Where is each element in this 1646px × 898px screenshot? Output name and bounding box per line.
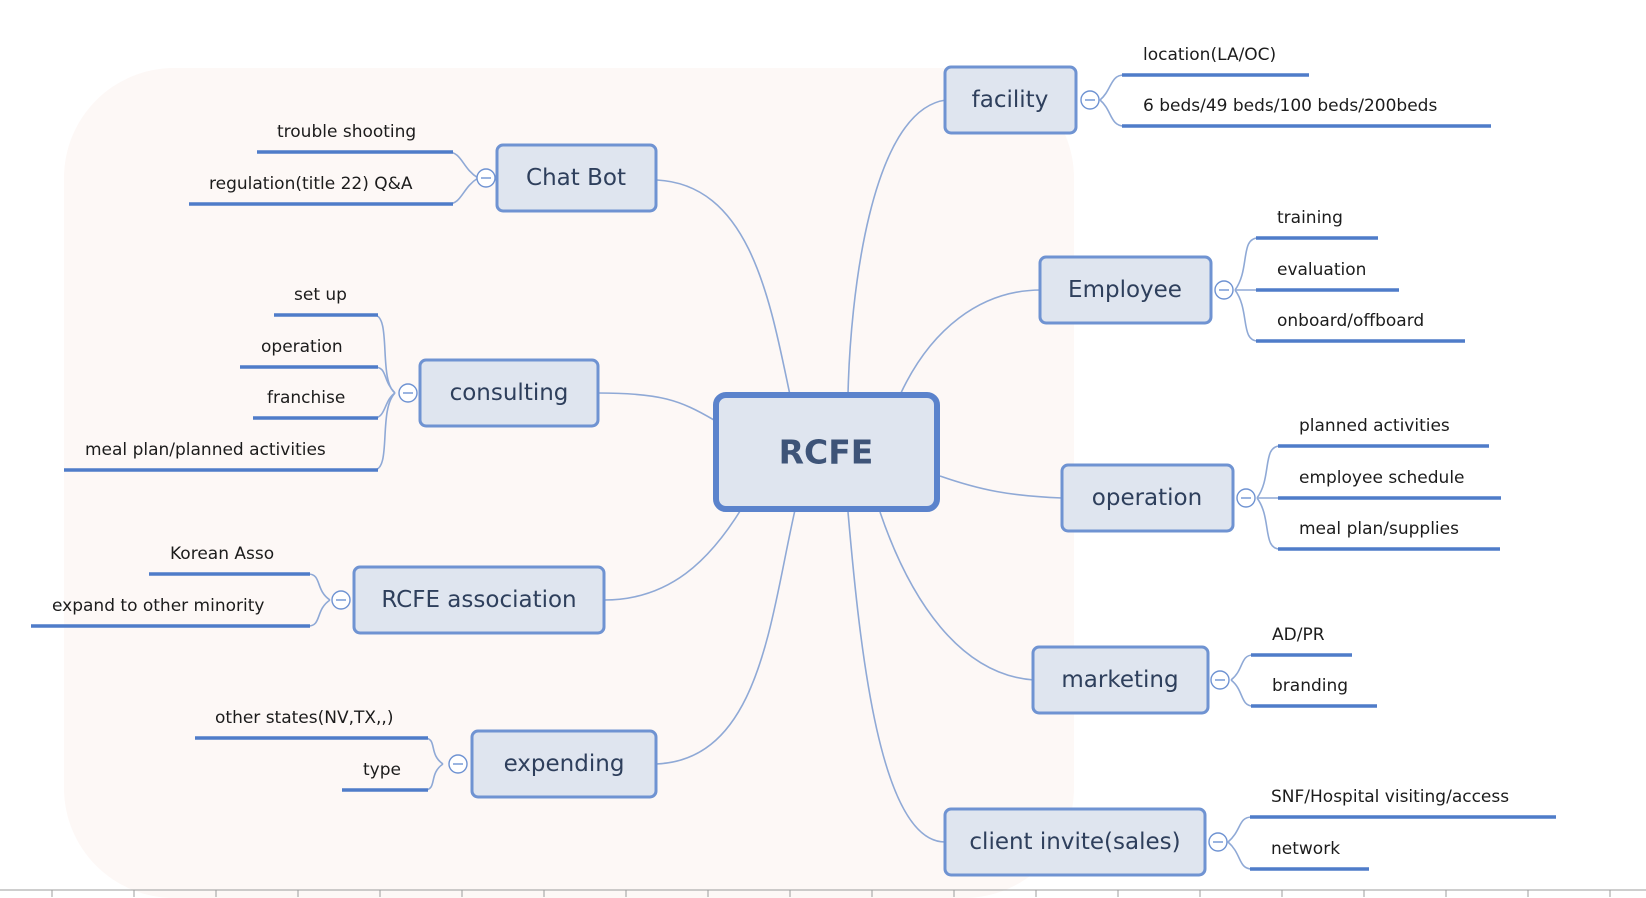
- connector-facility: [847, 99, 947, 396]
- connector-operation: [939, 475, 1063, 499]
- leaf-type: type: [363, 760, 401, 780]
- node-client-invite-label: client invite(sales): [969, 829, 1180, 855]
- leaf-network: network: [1271, 839, 1340, 859]
- connector-chat-bot: [656, 179, 791, 396]
- connector-client-invite: [847, 511, 946, 843]
- node-root-box: [713, 392, 940, 512]
- connector-employee: [899, 289, 1042, 396]
- connector-rcfe-association: [603, 507, 743, 601]
- leaf-beds: 6 beds/49 beds/100 beds/200beds: [1143, 96, 1437, 116]
- ruler-ticks: [51, 890, 1611, 897]
- node-consulting-box: [418, 358, 600, 428]
- node-root-label: RCFE: [779, 433, 874, 472]
- leaf-ad-pr: AD/PR: [1272, 625, 1325, 645]
- leaf-korean-asso: Korean Asso: [170, 544, 274, 564]
- marketing-leaf-link-2: [1230, 679, 1254, 707]
- leaf-branding: branding: [1272, 676, 1348, 696]
- node-expending[interactable]: expending: [470, 729, 658, 799]
- operation-leaf-link-1: [1256, 445, 1281, 499]
- leaf-expand-minority: expand to other minority: [52, 596, 264, 616]
- node-marketing[interactable]: marketing: [1031, 645, 1210, 715]
- node-expending-label: expending: [504, 751, 625, 777]
- node-chat-bot-box: [495, 143, 658, 213]
- leaf-underlines: [31, 73, 1556, 871]
- collapse-toggle-expending[interactable]: [448, 754, 468, 774]
- employee-leaf-link-3: [1234, 289, 1259, 342]
- connector-marketing: [879, 511, 1035, 681]
- leaf-location: location(LA/OC): [1143, 45, 1276, 65]
- node-employee-box: [1038, 255, 1213, 325]
- node-facility[interactable]: facility: [943, 65, 1078, 135]
- leaf-set-up: set up: [294, 285, 347, 305]
- collapse-toggle-marketing[interactable]: [1210, 670, 1230, 690]
- leaf-labels: trouble shooting regulation(title 22) Q&…: [52, 45, 1509, 859]
- client-invite-leaf-link-1: [1227, 816, 1253, 843]
- collapse-toggle-facility[interactable]: [1080, 90, 1100, 110]
- operation-leaf-link-3: [1256, 497, 1281, 550]
- leaf-snf-hospital: SNF/Hospital visiting/access: [1271, 787, 1509, 807]
- node-rcfe-association[interactable]: RCFE association: [352, 565, 606, 635]
- node-rcfe-association-label: RCFE association: [381, 587, 576, 613]
- leaf-training: training: [1277, 208, 1343, 228]
- node-root[interactable]: RCFE: [713, 392, 940, 512]
- leaf-onboard-offboard: onboard/offboard: [1277, 311, 1424, 331]
- leaf-employee-schedule: employee schedule: [1299, 468, 1465, 488]
- leaf-other-states: other states(NV,TX,,): [215, 708, 393, 728]
- leaf-meal-plan-supplies: meal plan/supplies: [1299, 519, 1459, 539]
- connector-expending: [655, 509, 796, 765]
- rcfe-association-leaf-link-1: [307, 573, 331, 601]
- leaf-evaluation: evaluation: [1277, 260, 1366, 280]
- node-consulting[interactable]: consulting: [418, 358, 600, 428]
- node-facility-box: [943, 65, 1078, 135]
- connector-consulting: [597, 392, 715, 421]
- facility-leaf-link-2: [1099, 99, 1125, 127]
- collapse-toggle-consulting[interactable]: [398, 383, 418, 403]
- node-marketing-label: marketing: [1061, 667, 1178, 693]
- node-chat-bot-label: Chat Bot: [526, 165, 626, 191]
- leaf-planned-activities: planned activities: [1299, 416, 1450, 436]
- leaf-trouble-shooting: trouble shooting: [277, 122, 416, 142]
- collapse-toggle-rcfe-association[interactable]: [331, 590, 351, 610]
- node-operation[interactable]: operation: [1060, 463, 1235, 533]
- node-consulting-label: consulting: [450, 380, 569, 406]
- node-employee[interactable]: Employee: [1038, 255, 1213, 325]
- employee-leaf-link-1: [1234, 237, 1259, 291]
- marketing-leaf-link-1: [1230, 654, 1254, 681]
- collapse-toggles: [331, 90, 1256, 852]
- root-connectors: [597, 99, 1063, 843]
- node-client-invite[interactable]: client invite(sales): [943, 807, 1207, 877]
- leaf-operation-left: operation: [261, 337, 343, 357]
- node-employee-label: Employee: [1068, 277, 1182, 303]
- node-chat-bot[interactable]: Chat Bot: [495, 143, 658, 213]
- node-facility-label: facility: [972, 87, 1049, 113]
- collapse-toggle-operation[interactable]: [1236, 488, 1256, 508]
- rcfe-association-leaf-link-2: [307, 599, 331, 627]
- collapse-toggle-client-invite[interactable]: [1208, 832, 1228, 852]
- collapse-toggle-employee[interactable]: [1214, 280, 1234, 300]
- node-expending-box: [470, 729, 658, 799]
- node-operation-box: [1060, 463, 1235, 533]
- leaf-regulation-qa: regulation(title 22) Q&A: [209, 174, 413, 194]
- leaf-franchise: franchise: [267, 388, 345, 408]
- facility-leaf-link-1: [1099, 74, 1125, 101]
- node-marketing-box: [1031, 645, 1210, 715]
- canvas-background: [64, 68, 1074, 898]
- node-operation-label: operation: [1092, 485, 1202, 511]
- node-rcfe-association-box: [352, 565, 606, 635]
- consulting-leaf-link-4: [373, 392, 396, 471]
- client-invite-leaf-link-2: [1227, 841, 1253, 870]
- node-client-invite-box: [943, 807, 1207, 877]
- leaf-meal-plan-planned-activities: meal plan/planned activities: [85, 440, 326, 460]
- collapse-toggle-chat-bot[interactable]: [476, 168, 496, 188]
